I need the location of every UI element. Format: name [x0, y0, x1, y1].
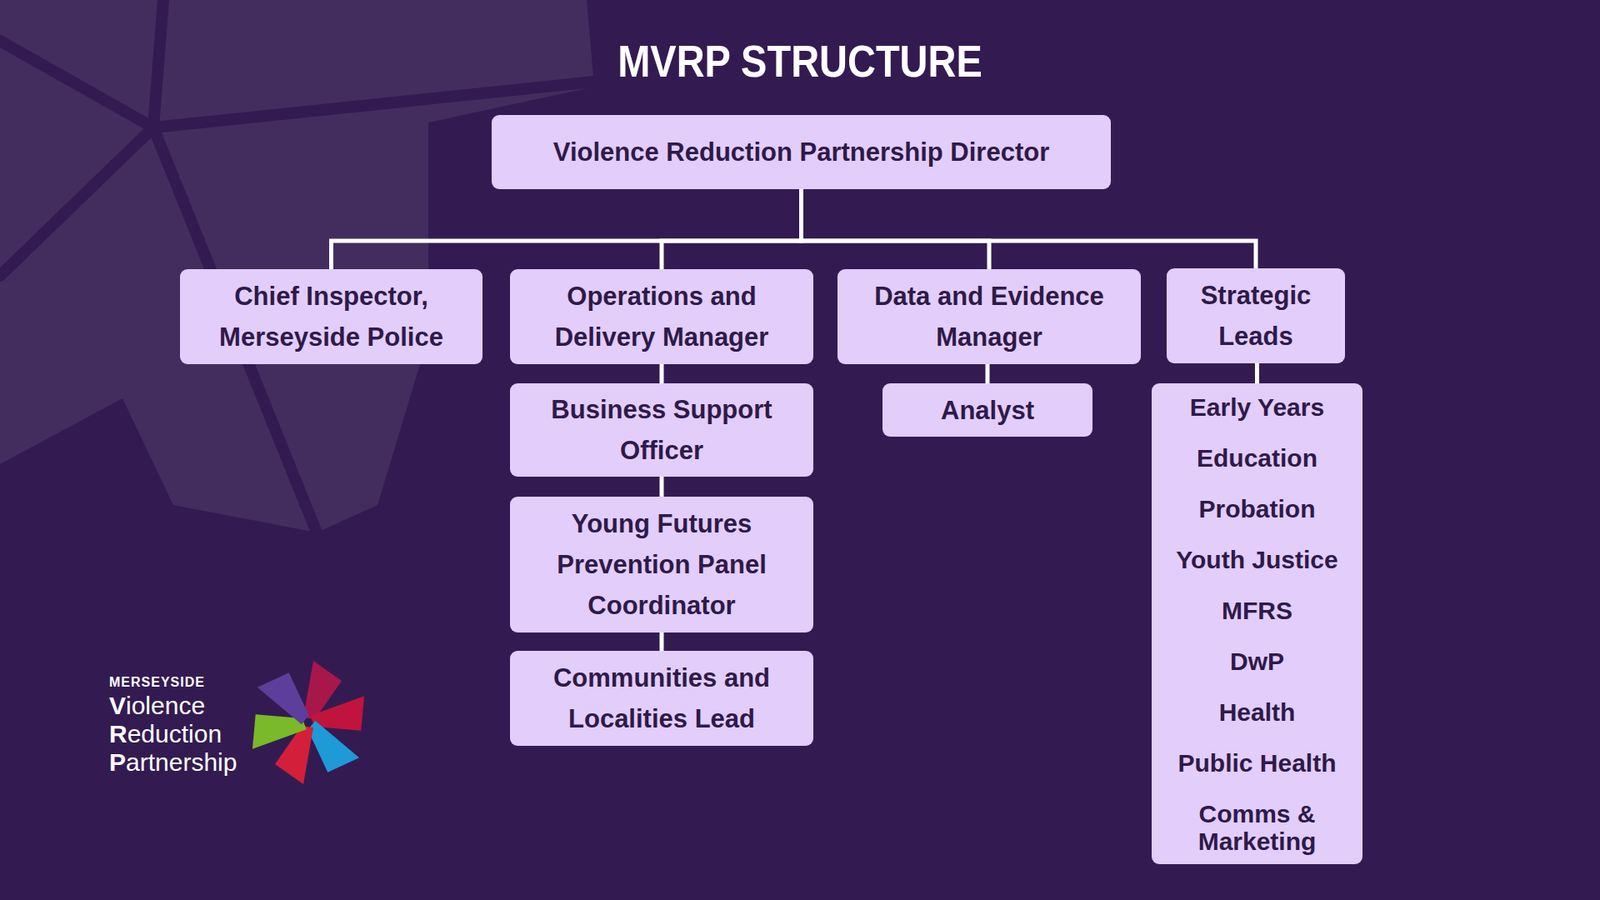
role-box: Communities and Localities Lead	[510, 650, 814, 746]
star-watermark	[0, 0, 595, 533]
node-text: Data and Evidence Manager	[845, 275, 1133, 358]
org-connector	[660, 476, 665, 497]
node-text: Probation	[1199, 495, 1316, 523]
node-text: Youth Justice	[1175, 545, 1338, 574]
org-connector	[661, 189, 802, 270]
role-box: Young Futures Prevention Panel Coordinat…	[510, 496, 814, 633]
role-box: Business Support Officer	[510, 383, 814, 477]
node-text: Operations and Delivery Manager	[518, 275, 805, 358]
node-text: Chief Inspector, Merseyside Police	[188, 275, 475, 358]
pinwheel-logo	[238, 660, 379, 785]
org-connector	[801, 189, 1257, 269]
node-text: Violence Reduction Partnership Director	[553, 131, 1050, 173]
node-text: Comms & Marketing	[1160, 800, 1355, 855]
org-connector	[331, 189, 802, 270]
logo-word: Partnership	[109, 748, 237, 777]
node-text: Early Years	[1190, 393, 1325, 421]
divider-line	[153, 0, 164, 128]
node-text: MFRS	[1221, 596, 1293, 625]
node-text: Business Support Officer	[518, 389, 805, 471]
org-connector	[660, 364, 665, 384]
chart-title: MVRP STRUCTURE	[104, 33, 1496, 89]
node-text: Public Health	[1177, 749, 1336, 777]
divider-line	[0, 127, 154, 276]
node-text: Health	[1219, 698, 1296, 726]
node-text: Strategic Leads	[1175, 275, 1337, 357]
node-text: DwP	[1230, 647, 1285, 675]
leads-list-box: Early YearsEducationProbationYouth Justi…	[1151, 383, 1363, 865]
logo-word: Reduction	[109, 720, 222, 749]
role-box: Analyst	[882, 383, 1093, 437]
star-divider-lines	[0, 0, 595, 533]
org-connector	[985, 364, 990, 384]
logo-word: MERSEYSIDE	[109, 674, 205, 691]
node-text: Young Futures Prevention Panel Coordinat…	[518, 503, 805, 626]
logo-petal	[252, 662, 323, 725]
director-box: Violence Reduction Partnership Director	[491, 115, 1111, 190]
node-text: Education	[1196, 444, 1318, 472]
role-box: Chief Inspector, Merseyside Police	[180, 269, 483, 365]
role-box: Data and Evidence Manager	[837, 269, 1141, 365]
node-text: Communities and Localities Lead	[518, 657, 805, 740]
node-text: Analyst	[940, 390, 1035, 431]
divider-line	[0, 40, 154, 128]
role-box: Operations and Delivery Manager	[510, 269, 814, 365]
logo-word: Violence	[109, 691, 205, 720]
role-box: Strategic Leads	[1166, 268, 1345, 364]
org-connector	[1255, 363, 1260, 384]
org-connector	[660, 632, 665, 651]
org-connector	[801, 189, 990, 270]
